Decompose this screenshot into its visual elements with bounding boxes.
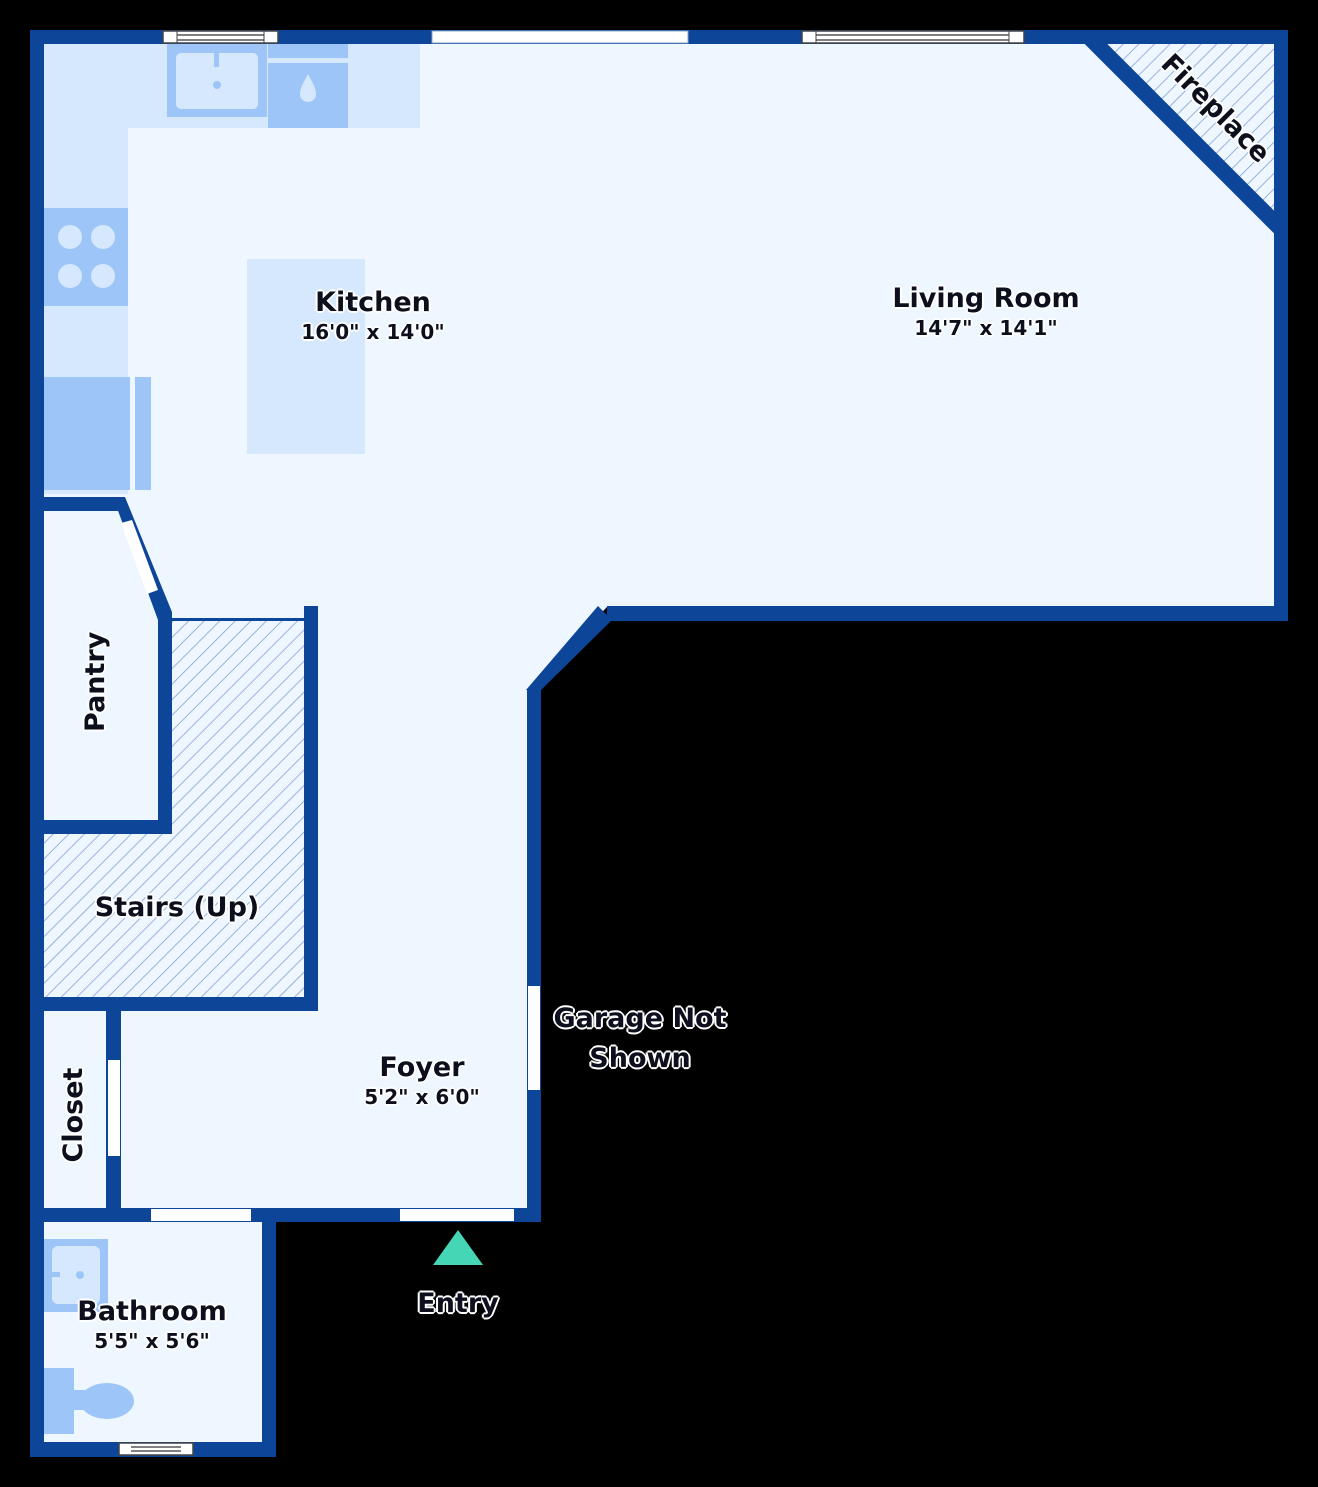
- entry-arrow-icon: [433, 1230, 483, 1265]
- bathroom-sink-icon: [44, 1239, 108, 1312]
- garage-note-line2: Shown: [589, 1043, 691, 1074]
- stairs-hatch: [44, 620, 304, 997]
- room-name: Kitchen: [315, 287, 431, 318]
- fridge-icon: [44, 377, 151, 490]
- pantry-door: [121, 520, 158, 594]
- garage-note-line1: Garage Not: [553, 1003, 727, 1034]
- sink-icon: [167, 44, 267, 117]
- room-dimensions: 16'0" x 14'0": [301, 320, 445, 344]
- kitchen-island: [247, 259, 365, 454]
- window-icon: [162, 30, 279, 44]
- closet-door: [108, 1060, 120, 1156]
- room-kitchen: Kitchen 16'0" x 14'0": [273, 287, 473, 345]
- fireplace-hatch: [1084, 32, 1286, 234]
- room-dimensions: 5'5" x 5'6": [94, 1329, 210, 1353]
- room-bathroom: Bathroom 5'5" x 5'6": [52, 1296, 252, 1354]
- room-name: Living Room: [892, 283, 1080, 314]
- room-foyer: Foyer 5'2" x 6'0": [322, 1052, 522, 1110]
- window-icon: [118, 1442, 194, 1456]
- entry-label: Entry: [417, 1288, 499, 1319]
- garage-door: [528, 986, 540, 1090]
- stairs-label: Stairs (Up): [94, 892, 260, 923]
- closet-label: Closet: [58, 1067, 89, 1163]
- room-living-room: Living Room 14'7" x 14'1": [866, 283, 1106, 341]
- window-icon: [801, 30, 1025, 44]
- room-name: Bathroom: [77, 1296, 227, 1327]
- garage-note: Garage Not Shown: [540, 999, 740, 1079]
- toilet-icon: [44, 1368, 134, 1434]
- bathroom-door: [151, 1209, 251, 1221]
- dishwasher-icon: [268, 44, 348, 128]
- room-dimensions: 14'7" x 14'1": [914, 316, 1058, 340]
- front-door: [400, 1209, 514, 1221]
- room-dimensions: 5'2" x 6'0": [364, 1085, 480, 1109]
- opening-top: [431, 30, 689, 44]
- room-name: Foyer: [379, 1052, 465, 1083]
- stove-icon: [44, 208, 128, 306]
- pantry-label: Pantry: [80, 631, 111, 732]
